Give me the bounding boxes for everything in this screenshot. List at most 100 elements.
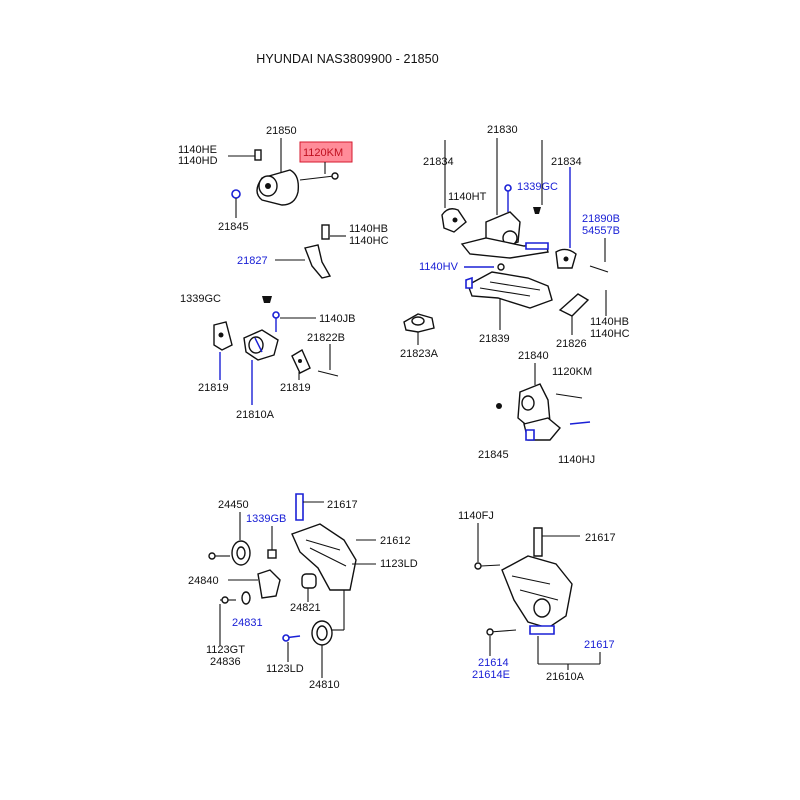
pad-hole	[563, 256, 569, 262]
label-21834-a[interactable]: 21834	[423, 156, 454, 168]
nut-small	[533, 207, 541, 214]
label-21839[interactable]: 21839	[479, 333, 510, 345]
label-24450[interactable]: 24450	[218, 499, 249, 511]
label-21617-c[interactable]: 21617	[584, 639, 615, 651]
part-24840	[257, 569, 281, 599]
label-1140HE[interactable]: 1140HE	[178, 144, 217, 156]
label-1140HC-b[interactable]: 1140HC	[590, 328, 630, 340]
blue-nut	[272, 311, 280, 319]
label-21826[interactable]: 21826	[556, 338, 587, 350]
bolt-head	[321, 224, 330, 240]
group-21810A: 1339GC 1140JB 21822B 21819 21819 21810A	[180, 293, 356, 421]
label-1339GC-left[interactable]: 1339GC	[180, 293, 221, 305]
label-1123LD-b[interactable]: 1123LD	[266, 663, 304, 675]
label-21617-b[interactable]: 21617	[585, 532, 616, 544]
label-21810A[interactable]: 21810A	[236, 409, 275, 421]
label-1140JB[interactable]: 1140JB	[319, 313, 356, 325]
nut-small	[262, 296, 272, 303]
label-21890B[interactable]: 21890B	[582, 213, 620, 225]
label-21845-right[interactable]: 21845	[478, 449, 509, 461]
label-21823A[interactable]: 21823A	[400, 348, 439, 360]
blue-bolt-head	[282, 634, 290, 642]
label-21617-a[interactable]: 21617	[327, 499, 358, 511]
label-24810[interactable]: 24810	[309, 679, 340, 691]
bolt-head	[221, 596, 229, 604]
label-21830[interactable]: 21830	[487, 124, 518, 136]
bolt-shaft	[299, 175, 335, 181]
label-21819-a[interactable]: 21819	[198, 382, 229, 394]
label-21822B[interactable]: 21822B	[307, 332, 345, 344]
pad-hole	[298, 359, 302, 363]
group-21610A: 1140FJ 21617 21614 21614E 21617 21610A	[458, 510, 616, 683]
label-54557B[interactable]: 54557B	[582, 225, 620, 237]
label-21610A[interactable]: 21610A	[546, 671, 585, 683]
label-1140HT[interactable]: 1140HT	[448, 191, 487, 203]
bracket-ribs	[479, 281, 541, 297]
label-21827[interactable]: 21827	[237, 255, 268, 267]
bolt-shaft	[589, 265, 609, 273]
mount-21610A	[501, 555, 573, 629]
mount-hole	[265, 183, 271, 189]
group-engine-mount-front: 1140HE 1140HD 21850 1120KM 21845	[178, 125, 353, 233]
blue-bracket	[529, 625, 555, 635]
label-21612[interactable]: 21612	[380, 535, 411, 547]
nut-blue	[231, 189, 241, 199]
group-21827: 1140HB 1140HC 21827	[237, 223, 389, 279]
pin-21617	[533, 527, 543, 557]
page-title: HYUNDAI NAS3809900 - 21850	[256, 52, 439, 66]
label-21819-b[interactable]: 21819	[280, 382, 311, 394]
label-24840[interactable]: 24840	[188, 575, 219, 587]
blue-bolt	[465, 276, 473, 289]
part-24450-inner	[236, 546, 246, 560]
label-21834-b[interactable]: 21834	[551, 156, 582, 168]
bracket-ribs	[305, 539, 347, 567]
bolt-head	[486, 628, 494, 636]
label-1140HD[interactable]: 1140HD	[178, 155, 218, 167]
label-1140HC-a[interactable]: 1140HC	[349, 235, 389, 247]
label-21850[interactable]: 21850	[266, 125, 297, 137]
label-24821[interactable]: 24821	[290, 602, 321, 614]
label-1123LD-a[interactable]: 1123LD	[380, 558, 418, 570]
label-21614[interactable]: 21614	[478, 657, 509, 669]
blue-pin	[295, 493, 304, 521]
label-1339GB[interactable]: 1339GB	[246, 513, 286, 525]
group-21830: 21830 21834 21834 1140HT 1339GC 21890B 5…	[419, 124, 620, 273]
label-24836[interactable]: 24836	[210, 656, 241, 668]
nut	[496, 403, 502, 409]
bolt-shaft	[317, 370, 339, 377]
label-1120KM-right[interactable]: 1120KM	[552, 366, 592, 378]
washer-24831	[241, 591, 251, 605]
bolt-end	[331, 172, 339, 180]
label-21845-top[interactable]: 21845	[218, 221, 249, 233]
part-24821	[301, 573, 317, 589]
mount-bushing	[533, 598, 551, 618]
label-24831[interactable]: 24831	[232, 617, 263, 629]
nut	[497, 263, 505, 271]
blue-bolt-shaft	[569, 421, 591, 425]
label-1140HV[interactable]: 1140HV	[419, 261, 459, 273]
blue-bolt	[525, 429, 535, 441]
blue-bolt	[254, 337, 263, 353]
bolt-head	[474, 562, 482, 570]
label-1339GC-mid[interactable]: 1339GC	[517, 181, 558, 193]
label-1140FJ[interactable]: 1140FJ	[458, 510, 494, 522]
label-1140HB-a[interactable]: 1140HB	[349, 223, 388, 235]
highlight-box	[299, 141, 353, 163]
label-1140HB-b[interactable]: 1140HB	[590, 316, 629, 328]
bracket-21839	[467, 271, 553, 309]
part-24810-inner	[316, 625, 328, 641]
label-21840[interactable]: 21840	[518, 350, 549, 362]
bolt-head	[254, 149, 262, 161]
label-1123GT[interactable]: 1123GT	[206, 644, 245, 656]
pad-hole	[218, 332, 224, 338]
label-1140HJ[interactable]: 1140HJ	[558, 454, 595, 466]
pad-hole	[452, 217, 458, 223]
bolt-shaft	[480, 564, 501, 567]
label-1120KM-highlighted[interactable]: 1120KM	[303, 147, 343, 159]
group-21839: 21839 21823A 21826 1140HB 1140HC	[400, 263, 630, 360]
group-21840: 21840 1120KM 21845 1140HJ	[478, 350, 595, 466]
mount-bushing	[521, 395, 535, 411]
mount-ribs	[511, 575, 559, 601]
label-21614E[interactable]: 21614E	[472, 669, 510, 681]
mount-bushing	[248, 336, 264, 354]
